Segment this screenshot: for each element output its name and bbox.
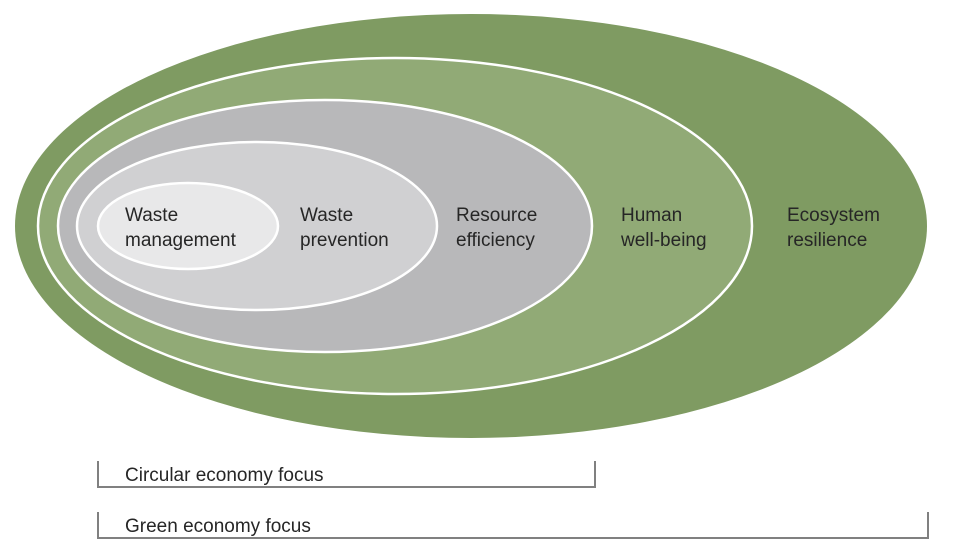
ecosystem-resilience-label-line2: resilience bbox=[787, 230, 867, 251]
resource-efficiency-label-line2: efficiency bbox=[456, 230, 535, 251]
waste-management-ellipse bbox=[96, 181, 280, 271]
waste-prevention-label-line1: Waste bbox=[300, 205, 353, 226]
circular-economy-bracket bbox=[97, 461, 596, 488]
resource-efficiency-label-line1: Resource bbox=[456, 205, 537, 226]
green-economy-label: Green economy focus bbox=[125, 516, 311, 537]
ecosystem-resilience-label-line1: Ecosystem bbox=[787, 205, 880, 226]
waste-prevention-label-line2: prevention bbox=[300, 230, 389, 251]
waste-management-label-line2: management bbox=[125, 230, 237, 251]
human-wellbeing-label-line2: well-being bbox=[620, 230, 707, 251]
circular-economy-label: Circular economy focus bbox=[125, 465, 324, 486]
waste-management-label-line1: Waste bbox=[125, 205, 178, 226]
human-wellbeing-label-line1: Human bbox=[621, 205, 682, 226]
green-economy-bracket bbox=[97, 512, 929, 539]
